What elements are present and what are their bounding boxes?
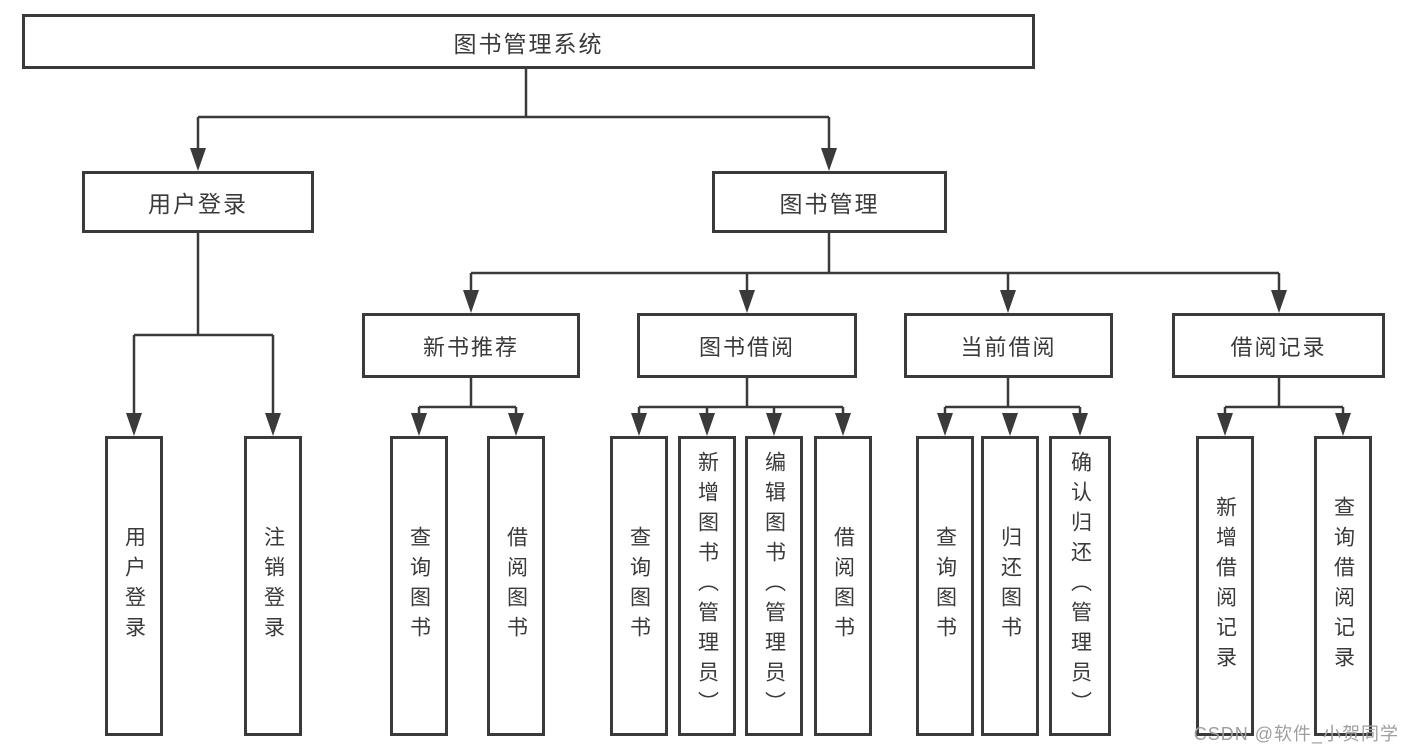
node-label: 用户登录 — [148, 191, 248, 217]
node-borrowing-records: 借阅记录 — [1172, 313, 1385, 378]
node-label: 借阅记录 — [1230, 334, 1327, 360]
node-label: 图书管理系统 — [453, 30, 604, 57]
node-library-management-system: 图书管理系统 — [22, 14, 1035, 69]
node-label: 图书借阅 — [698, 334, 795, 360]
leaf-label: 新增借阅记录 — [1213, 496, 1237, 676]
leaf-add-borrowing-record: 新增借阅记录 — [1196, 436, 1254, 736]
leaf-label: 查询图书 — [933, 526, 957, 646]
leaf-label: 查询图书 — [407, 526, 431, 646]
leaf-label: 归还图书 — [998, 526, 1022, 646]
leaf-label: 注销登录 — [261, 526, 285, 646]
leaf-add-book-admin: 新增图书（管理员） — [678, 436, 736, 736]
leaf-label: 新增图书（管理员） — [695, 451, 719, 721]
arrowheads — [126, 148, 1351, 436]
leaf-query-books-recommendation: 查询图书 — [390, 436, 448, 736]
leaf-return-books: 归还图书 — [981, 436, 1039, 736]
node-book-management: 图书管理 — [712, 171, 947, 233]
node-label: 当前借阅 — [960, 334, 1057, 360]
leaf-label: 用户登录 — [122, 526, 146, 646]
leaf-borrow-books: 借阅图书 — [814, 436, 872, 736]
node-book-borrowing: 图书借阅 — [637, 313, 857, 378]
leaf-query-books-borrowing: 查询图书 — [610, 436, 668, 736]
node-label: 图书管理 — [779, 191, 880, 217]
leaf-query-borrowing-record: 查询借阅记录 — [1314, 436, 1372, 736]
node-user-login: 用户登录 — [82, 171, 314, 233]
node-new-book-recommendation: 新书推荐 — [362, 313, 580, 378]
node-current-borrowing: 当前借阅 — [904, 313, 1113, 378]
leaf-query-books-current: 查询图书 — [916, 436, 974, 736]
leaf-label: 确认归还（管理员） — [1068, 451, 1092, 721]
leaf-user-login: 用户登录 — [105, 436, 163, 736]
leaf-confirm-return-admin: 确认归还（管理员） — [1049, 436, 1111, 736]
leaf-label: 编辑图书（管理员） — [762, 451, 786, 721]
node-label: 新书推荐 — [422, 334, 519, 360]
leaf-label: 查询借阅记录 — [1331, 496, 1355, 676]
leaf-label: 借阅图书 — [504, 526, 528, 646]
leaf-borrow-books-recommendation: 借阅图书 — [487, 436, 545, 736]
leaf-logout: 注销登录 — [244, 436, 302, 736]
leaf-label: 借阅图书 — [831, 526, 855, 646]
csdn-watermark: CSDN @软件_小贺同学 — [1193, 724, 1399, 744]
leaf-edit-book-admin: 编辑图书（管理员） — [745, 436, 803, 736]
leaf-label: 查询图书 — [627, 526, 651, 646]
